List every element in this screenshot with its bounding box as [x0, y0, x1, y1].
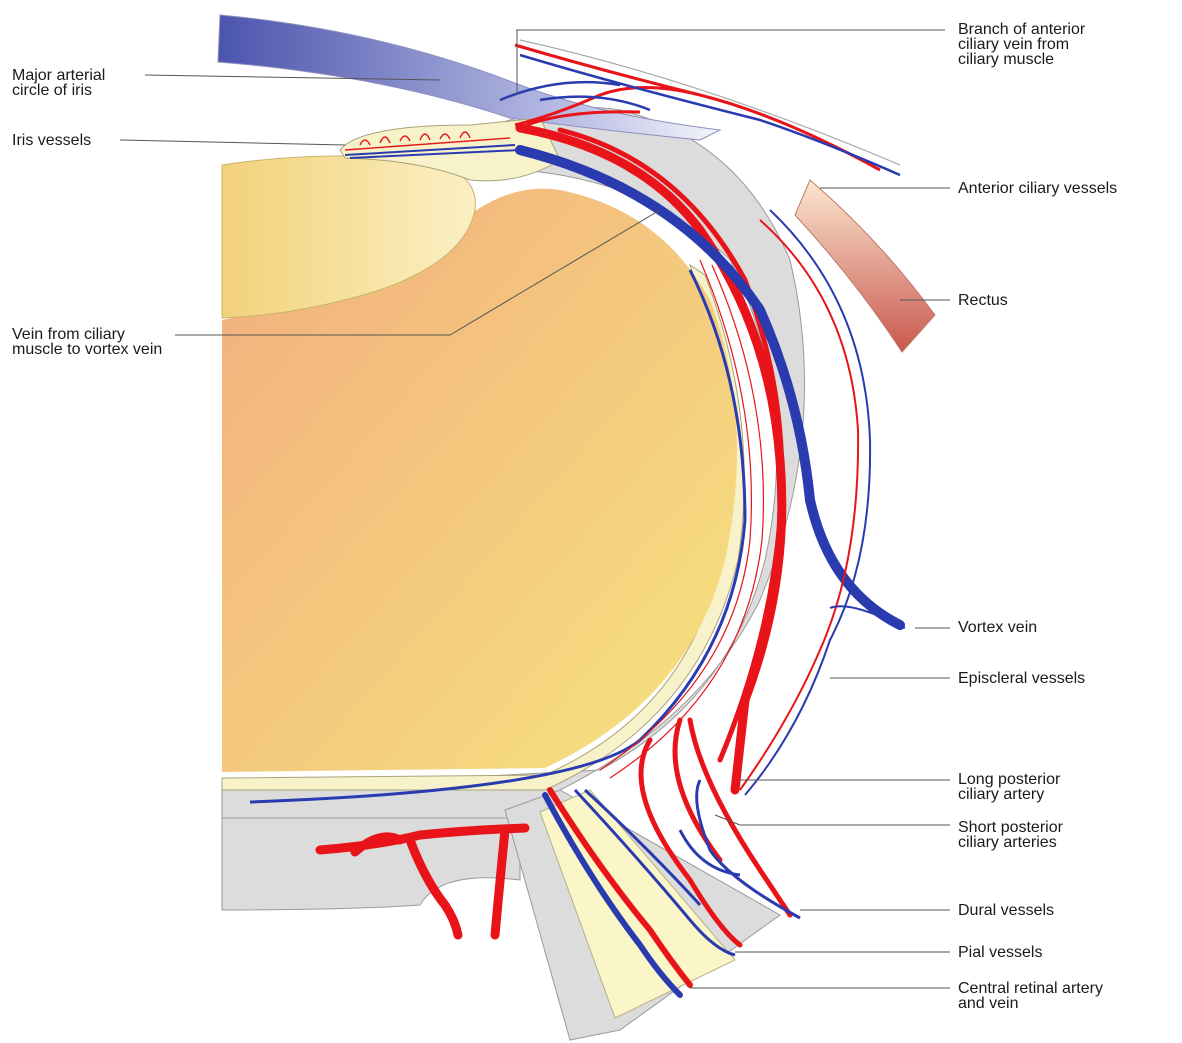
label-long-posterior-ciliary-artery: Long posterior ciliary artery — [958, 772, 1060, 802]
label-anterior-ciliary-vessels: Anterior ciliary vessels — [958, 181, 1117, 196]
label-short-posterior-ciliary-arteries: Short posterior ciliary arteries — [958, 820, 1063, 850]
label-major-arterial-circle: Major arterial circle of iris — [12, 68, 105, 98]
label-branch-anterior-ciliary-vein: Branch of anterior ciliary vein from cil… — [958, 22, 1085, 67]
label-vein-ciliary-to-vortex: Vein from ciliary muscle to vortex vein — [12, 327, 162, 357]
rectus-muscle — [795, 180, 935, 352]
label-vortex-vein: Vortex vein — [958, 620, 1037, 635]
label-dural-vessels: Dural vessels — [958, 903, 1054, 918]
label-episcleral-vessels: Episcleral vessels — [958, 671, 1085, 686]
label-iris-vessels: Iris vessels — [12, 133, 91, 148]
label-rectus: Rectus — [958, 293, 1008, 308]
label-pial-vessels: Pial vessels — [958, 945, 1042, 960]
label-central-retinal-artery-vein: Central retinal artery and vein — [958, 981, 1103, 1011]
